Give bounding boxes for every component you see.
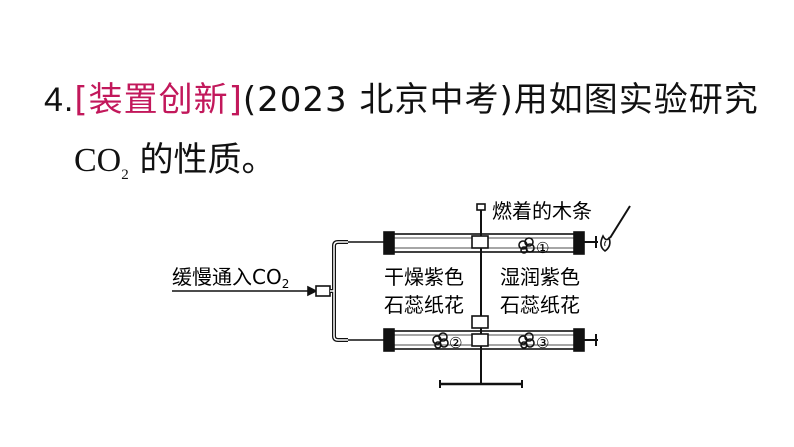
dry-flower-label-line1: 干燥紫色 xyxy=(384,265,464,289)
flower-2 xyxy=(432,332,449,349)
question-line-1: 4.[装置创新](2023 北京中考)用如图实验研究 xyxy=(44,78,759,122)
marker-2: ② xyxy=(449,334,462,352)
tag-open-bracket: [ xyxy=(74,80,89,120)
co2-main: CO xyxy=(74,142,122,179)
inlet-label: 缓慢通入CO2 xyxy=(172,265,289,291)
t-junction xyxy=(315,285,331,297)
question-line-2: CO2 的性质。 xyxy=(74,138,276,197)
burning-stick-label: 燃着的木条 xyxy=(492,199,592,223)
question-tag: 装置创新 xyxy=(88,80,229,120)
wet-flower-label-line2: 石蕊纸花 xyxy=(500,293,580,317)
question-number: 4. xyxy=(44,81,75,119)
co2-subscript: 2 xyxy=(121,166,129,183)
burning-stick xyxy=(600,205,631,252)
flower-3 xyxy=(518,332,535,349)
flower-1 xyxy=(518,237,535,254)
co2-formula: CO2 xyxy=(74,142,129,183)
marker-1: ① xyxy=(536,239,549,257)
marker-3: ③ xyxy=(536,334,549,352)
iron-stand xyxy=(439,203,523,388)
question-source: (2023 北京中考) xyxy=(242,80,514,120)
dry-flower-label-line2: 石蕊纸花 xyxy=(384,293,464,317)
inlet-arrow-head xyxy=(307,285,318,297)
wet-flower-label-line1: 湿润紫色 xyxy=(500,265,580,289)
question-stem-part2: 的性质。 xyxy=(139,140,276,180)
tag-close-bracket: ] xyxy=(228,80,243,120)
question-stem-part1: 用如图实验研究 xyxy=(513,80,759,120)
